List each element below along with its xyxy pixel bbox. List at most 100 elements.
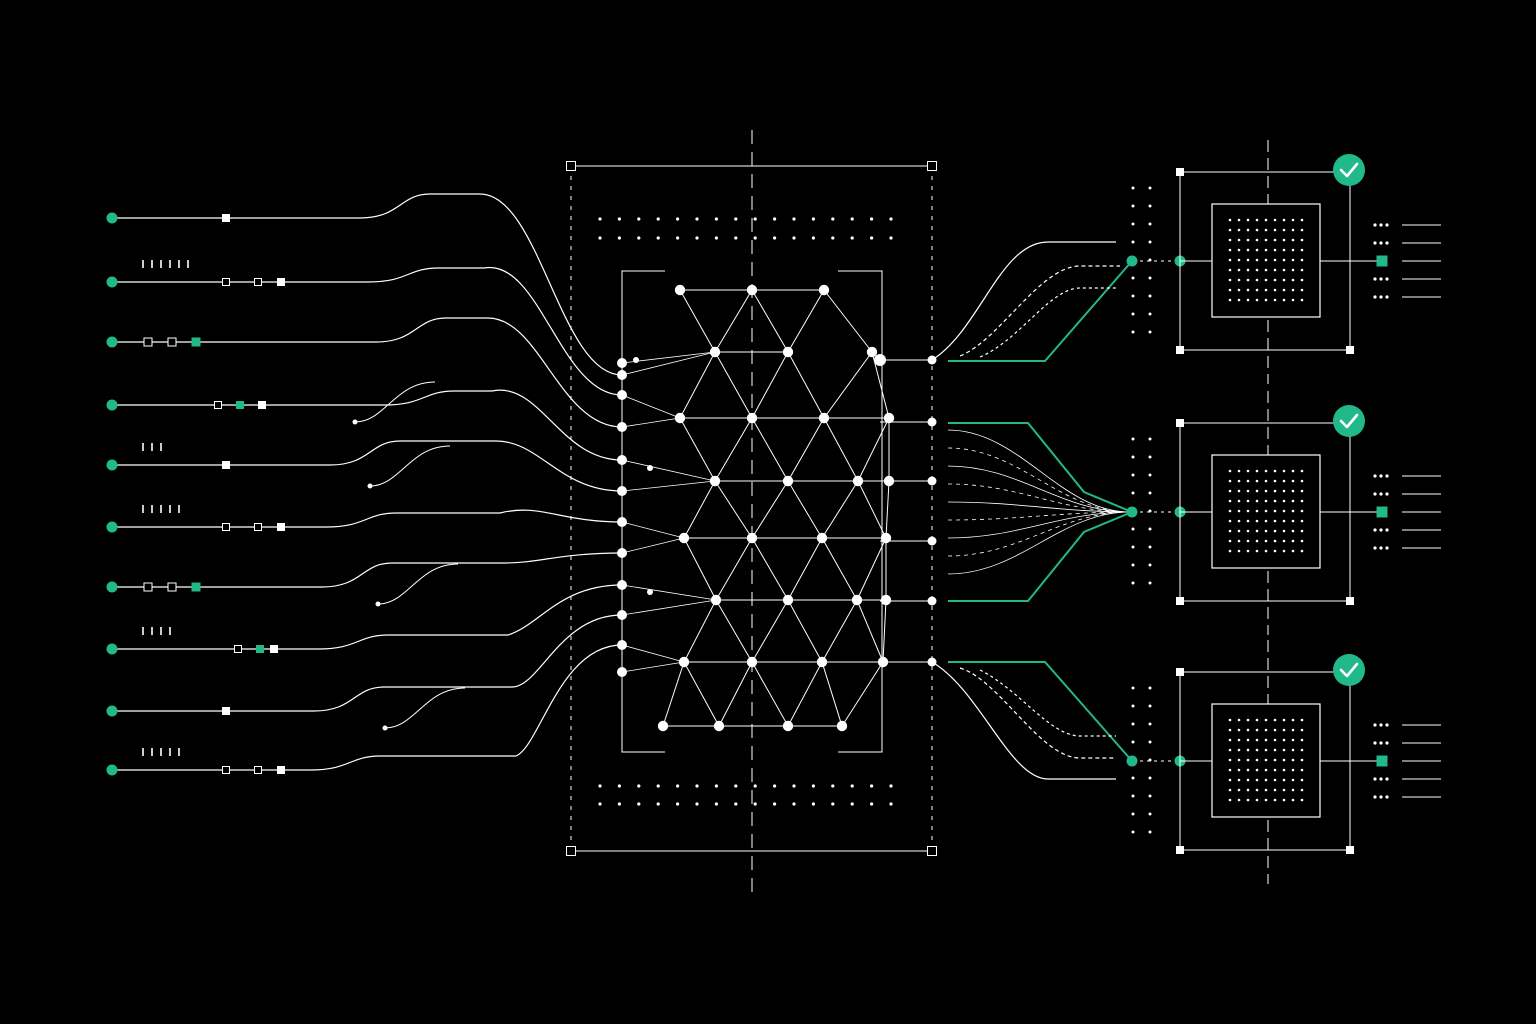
- chip-dot: [1300, 489, 1304, 493]
- chip-dot: [1291, 218, 1295, 222]
- grid-dot: [870, 802, 874, 806]
- square-marker: [143, 337, 153, 347]
- grid-dot: [656, 802, 660, 806]
- input-wire: [112, 389, 623, 461]
- grid-dot: [617, 217, 622, 221]
- lattice-edge: [714, 351, 753, 419]
- square-marker: [258, 401, 266, 409]
- lattice-edge: [683, 599, 717, 663]
- input-row: [106, 552, 623, 593]
- branch-node: [375, 601, 381, 607]
- chip-dot: [1264, 298, 1268, 302]
- chip-dot: [1255, 718, 1259, 722]
- chip-dot: [1246, 768, 1250, 772]
- grid-dot: [1131, 581, 1135, 585]
- grid-dot: [889, 217, 893, 221]
- chip-dot: [1291, 298, 1295, 302]
- chip-dot: [1228, 529, 1232, 533]
- square-marker: [236, 401, 244, 409]
- route-line: [959, 265, 1120, 357]
- chip-dot: [1237, 718, 1241, 722]
- chip-dot: [1291, 718, 1295, 722]
- frame-corner: [927, 846, 937, 856]
- out-port-node: [874, 354, 886, 366]
- chip-dot: [1264, 278, 1268, 282]
- route-line: [931, 661, 1116, 780]
- chip-dot: [1228, 469, 1232, 473]
- chip-dot: [1273, 248, 1277, 252]
- accent-square: [1376, 755, 1388, 767]
- frame-corner: [1176, 346, 1184, 354]
- lattice-node: [816, 656, 828, 668]
- chip-dot: [1291, 288, 1295, 292]
- bracket-left: [621, 270, 665, 753]
- lattice-edge: [787, 289, 825, 353]
- chip-dot: [1264, 238, 1268, 242]
- chip-dot: [1255, 519, 1259, 523]
- fan-line: [947, 429, 1131, 513]
- lattice-node: [836, 720, 848, 732]
- lattice-node: [782, 720, 794, 732]
- grid-dot: [1373, 546, 1377, 550]
- lattice-edge: [751, 417, 789, 482]
- square-marker: [277, 766, 285, 774]
- grid-dot: [1148, 527, 1152, 531]
- chip-dot: [1300, 499, 1304, 503]
- chip-dot: [1282, 278, 1286, 282]
- input-row: [106, 505, 623, 533]
- grid-dot: [850, 217, 854, 221]
- check-badge: [1333, 654, 1365, 686]
- chip-dot: [1264, 788, 1268, 792]
- chip-dot: [1228, 748, 1232, 752]
- chip-dot: [1228, 758, 1232, 762]
- chip-dot: [1264, 549, 1268, 553]
- chip-dot: [1282, 539, 1286, 543]
- lattice-node: [678, 656, 690, 668]
- fan-line: [947, 501, 1131, 513]
- chip-dot: [1300, 539, 1304, 543]
- grid-dot: [1131, 794, 1135, 798]
- grid-dot: [831, 802, 835, 806]
- port-edge: [621, 394, 681, 419]
- chip-dot: [1291, 278, 1295, 282]
- lattice-node: [674, 412, 686, 424]
- lattice-edge: [751, 351, 789, 419]
- grid-dot: [753, 217, 757, 221]
- chip-dot: [1300, 529, 1304, 533]
- square-marker: [222, 461, 230, 469]
- chip-dot: [1246, 238, 1250, 242]
- grid-dot: [617, 784, 622, 788]
- chip-dot: [1237, 758, 1241, 762]
- chip-dot: [1246, 489, 1250, 493]
- chip-dot: [1291, 758, 1295, 762]
- input-row: [106, 584, 623, 655]
- chip-dot: [1228, 788, 1232, 792]
- grid-dot: [889, 802, 893, 806]
- route-line: [931, 241, 1116, 361]
- input-node: [106, 764, 118, 776]
- grid-dot: [1148, 473, 1152, 477]
- grid-dot: [656, 784, 660, 788]
- chip-dot: [1237, 768, 1241, 772]
- chip-dot: [1228, 248, 1232, 252]
- lattice-edge: [714, 289, 753, 353]
- grid-dot: [1373, 474, 1377, 478]
- chip-dot: [1273, 489, 1277, 493]
- lattice-edge: [715, 599, 753, 663]
- accent-route: [948, 422, 1133, 513]
- lattice-edge: [679, 289, 716, 353]
- lattice: [617, 284, 895, 732]
- grid-dot: [714, 802, 719, 806]
- chip-dot: [1291, 479, 1295, 483]
- chip-dot: [1282, 248, 1286, 252]
- chip-dot: [1264, 248, 1268, 252]
- grid-dot: [1379, 741, 1383, 745]
- route-line: [979, 669, 1116, 737]
- chip-dot: [1300, 278, 1304, 282]
- square-marker: [214, 401, 222, 409]
- grid-dot: [1385, 474, 1389, 478]
- accent-route: [948, 661, 1133, 762]
- chip-dot: [1300, 778, 1304, 782]
- grid-dot: [714, 784, 719, 788]
- chip-dot: [1300, 768, 1304, 772]
